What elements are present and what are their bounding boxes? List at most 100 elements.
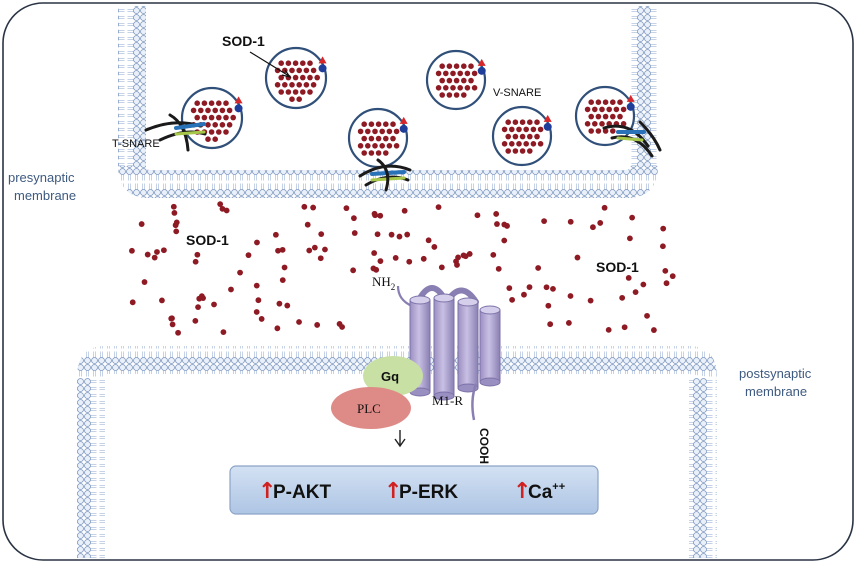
gq-protein bbox=[363, 356, 423, 396]
gq-label: Gq bbox=[381, 369, 399, 384]
vesicle bbox=[347, 107, 409, 169]
sod1-particle bbox=[377, 258, 384, 265]
sod1-vesicle-label: SOD-1 bbox=[222, 33, 265, 49]
sod1-particle bbox=[406, 258, 413, 265]
sod1-particle bbox=[141, 279, 148, 285]
sod1-particle bbox=[374, 231, 381, 238]
sod1-particle bbox=[160, 247, 167, 254]
sod1-particle bbox=[159, 297, 165, 304]
sod1-particle bbox=[388, 231, 395, 238]
cooh-label: COOH bbox=[477, 428, 491, 464]
sod1-particle bbox=[521, 291, 527, 298]
sod1-particle bbox=[526, 284, 533, 290]
sod1-particle bbox=[171, 209, 178, 216]
sod1-particle bbox=[466, 251, 473, 257]
sod1-particle bbox=[281, 264, 288, 271]
sod1-particle bbox=[343, 205, 350, 212]
sod1-particle bbox=[237, 269, 243, 276]
sod1-particle bbox=[501, 237, 508, 244]
plc-label: PLC bbox=[357, 401, 381, 416]
vesicle bbox=[180, 86, 244, 150]
sod1-particle bbox=[322, 246, 328, 253]
sod1-particle bbox=[219, 205, 226, 212]
effect-calcium: ↑ Ca++ bbox=[513, 479, 565, 504]
postsynaptic-membrane bbox=[77, 346, 717, 558]
sod1-particle bbox=[567, 218, 574, 225]
sod1-particle bbox=[420, 255, 427, 262]
sod1-particle bbox=[304, 221, 311, 228]
sod1-particle bbox=[228, 286, 234, 293]
sod1-particle bbox=[314, 322, 321, 328]
sod1-particle bbox=[460, 252, 467, 259]
sod1-particle bbox=[217, 201, 224, 208]
snare-complex-center bbox=[358, 158, 412, 192]
svg-text:↑: ↑ bbox=[258, 479, 276, 504]
sod1-particle bbox=[154, 249, 160, 255]
postsynaptic-label-line2: membrane bbox=[745, 384, 807, 399]
sod1-particle bbox=[565, 320, 572, 326]
sod1-particle bbox=[435, 204, 442, 211]
sod1-particle bbox=[296, 319, 302, 325]
sod1-particle bbox=[301, 203, 308, 210]
sod1-particle bbox=[377, 212, 384, 219]
sod1-particle bbox=[170, 203, 177, 210]
m1r-label: M1-R bbox=[432, 393, 463, 408]
m1-receptor bbox=[396, 285, 501, 421]
effect-p-erk: ↑ P-ERK bbox=[384, 479, 458, 504]
helix-cylinder bbox=[457, 297, 479, 393]
vesicle bbox=[264, 46, 328, 110]
sod1-particle bbox=[276, 300, 283, 307]
sod1-particle bbox=[311, 244, 318, 251]
sod1-particle bbox=[138, 221, 145, 227]
sod1-particle bbox=[274, 325, 281, 332]
sod1-particle bbox=[640, 281, 647, 288]
sod1-particle bbox=[371, 250, 378, 256]
sod1-particles-cleft bbox=[129, 201, 676, 336]
sod1-particle bbox=[490, 251, 497, 258]
down-arrow-icon bbox=[394, 430, 406, 448]
sod1-particle bbox=[168, 315, 175, 322]
sod1-particle bbox=[587, 297, 594, 304]
sod1-particle bbox=[392, 255, 399, 261]
svg-text:P-ERK: P-ERK bbox=[399, 482, 458, 503]
sod1-particle bbox=[198, 293, 205, 300]
sod1-particle bbox=[660, 225, 667, 232]
sod1-particle bbox=[493, 211, 500, 217]
sod1-particle bbox=[535, 265, 542, 271]
sod1-particle bbox=[669, 273, 676, 280]
sod1-particle bbox=[401, 207, 408, 214]
sod1-cleft-label-right: SOD-1 bbox=[596, 259, 639, 275]
sod1-particle bbox=[220, 329, 227, 336]
sod1-particle bbox=[396, 233, 403, 240]
sod1-particle bbox=[509, 296, 516, 303]
sod1-particle bbox=[651, 327, 657, 333]
sod1-particle bbox=[543, 284, 550, 291]
helix-cylinder bbox=[433, 293, 455, 401]
sod1-particle bbox=[194, 251, 201, 258]
sod1-particle bbox=[306, 247, 313, 254]
sod1-particle bbox=[192, 258, 199, 265]
nh2-label: NH2 bbox=[372, 274, 395, 292]
helix-cylinder bbox=[479, 305, 501, 387]
sod1-particle bbox=[173, 228, 180, 235]
sod1-particle bbox=[644, 312, 650, 319]
sod1-particle bbox=[605, 326, 612, 333]
sod1-particle bbox=[625, 274, 632, 281]
sod1-particle bbox=[504, 223, 510, 229]
sod1-particle bbox=[574, 254, 581, 261]
effects-box bbox=[229, 465, 599, 515]
vesicle bbox=[425, 49, 487, 111]
sod1-particle bbox=[545, 302, 552, 309]
sod1-particle bbox=[372, 212, 378, 219]
sod1-particle bbox=[404, 231, 411, 238]
sod1-particle bbox=[279, 246, 286, 253]
sod1-particle bbox=[129, 247, 135, 254]
sod1-particle bbox=[547, 321, 554, 328]
vesicle bbox=[491, 105, 553, 167]
v-snare-label: V-SNARE bbox=[493, 87, 541, 99]
sod1-particle bbox=[284, 302, 291, 309]
sod1-particle bbox=[506, 285, 513, 291]
sod1-particle bbox=[425, 237, 432, 244]
sod1-particle bbox=[619, 294, 626, 301]
